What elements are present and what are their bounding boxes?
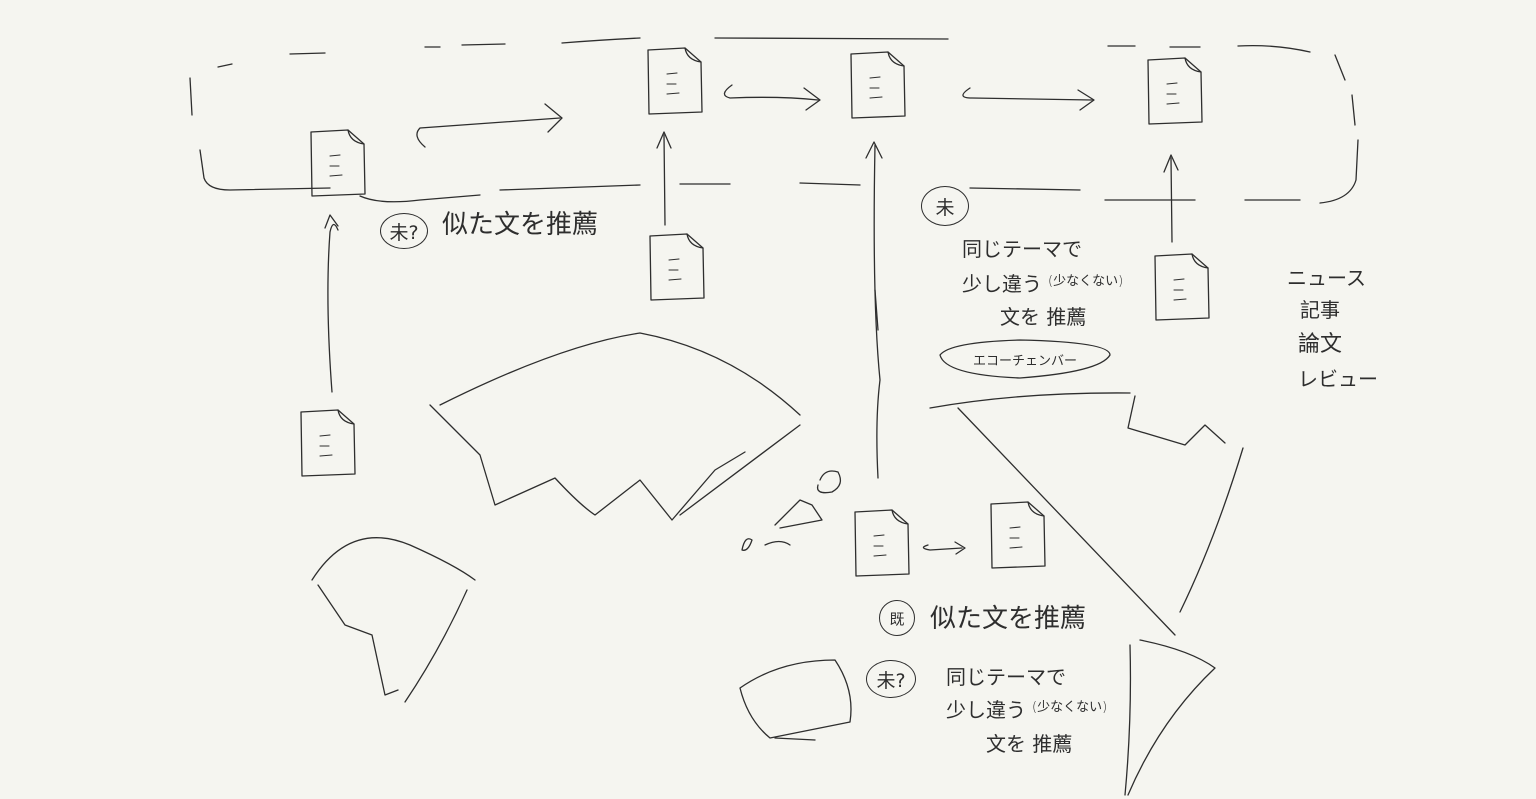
echo-chamber-boundary (189, 37, 1359, 204)
scribbles (311, 332, 1244, 796)
document-icon (1147, 57, 1203, 125)
document-icon (300, 409, 356, 477)
similarity-arrows (416, 84, 1095, 555)
note-slightly-different-2: 少し違う (946, 698, 1026, 722)
echo-chamber-label: エコーチェンバー (940, 340, 1110, 378)
note-recommend-text-2: 文を 推薦 (986, 732, 1073, 756)
unread-marker-2: 未 (921, 186, 969, 226)
document-icon (649, 233, 705, 301)
document-icon (850, 51, 906, 119)
content-type-news: ニュース (1287, 266, 1366, 290)
echo-chamber-ellipse (939, 339, 1111, 379)
note-same-theme-1: 同じテーマで (962, 237, 1082, 261)
content-type-paper: 論文 (1298, 332, 1343, 357)
note-recommend-similar-1: 似た文を推薦 (442, 210, 599, 240)
vertical-arrows (324, 131, 1179, 479)
note-paren-2: (少なくない) (1032, 700, 1108, 715)
content-type-article: 記事 (1300, 298, 1340, 322)
read-marker-text: 既 (889, 609, 905, 628)
document-icon (990, 501, 1046, 569)
note-recommend-similar-2: 似た文を推薦 (930, 604, 1087, 634)
note-paren-1: (少なくない) (1048, 274, 1124, 289)
unread-marker-3: 未? (866, 660, 916, 698)
unread-marker-2-text: 未 (935, 196, 955, 219)
echo-chamber-text: エコーチェンバー (972, 353, 1077, 369)
document-icon (854, 509, 910, 577)
note-recommend-text-1: 文を 推薦 (1000, 305, 1087, 329)
document-icon (1154, 253, 1210, 321)
document-icon (310, 129, 366, 197)
unread-marker-3-text: 未? (876, 669, 906, 692)
read-marker: 既 (879, 600, 915, 636)
unread-marker-1: 未? (380, 213, 428, 249)
document-icon (647, 47, 703, 115)
content-type-review: レビュー (1298, 367, 1378, 391)
unread-marker-1-text: 未? (389, 221, 419, 244)
note-same-theme-2: 同じテーマで (946, 665, 1066, 689)
note-slightly-different-1: 少し違う (962, 272, 1042, 296)
